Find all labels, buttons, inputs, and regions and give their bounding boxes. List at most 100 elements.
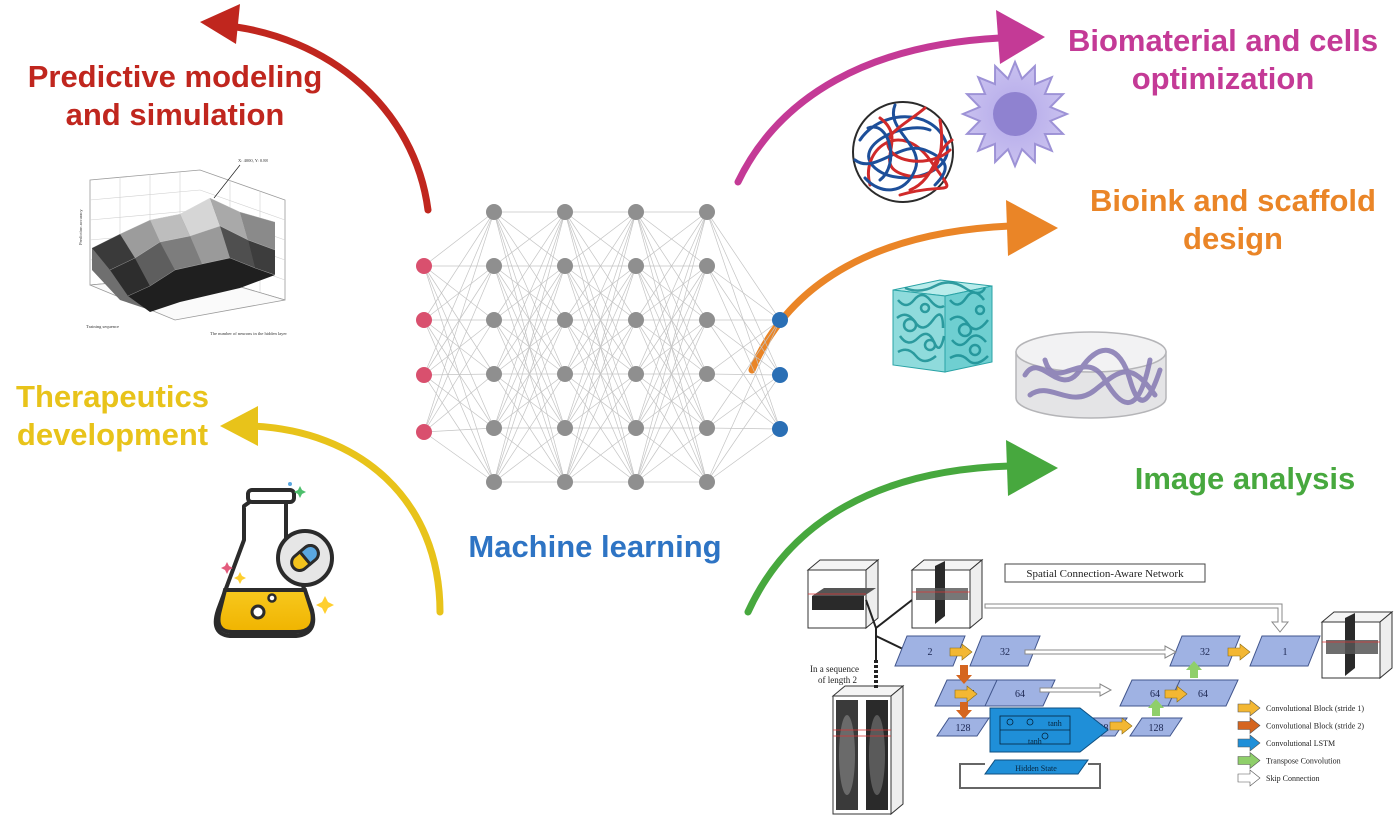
nn-connection: [706, 374, 781, 483]
hydrogel-disc-icon: [1015, 331, 1167, 419]
nn-input-node: [416, 258, 432, 274]
nn-hidden-node: [486, 258, 502, 274]
nn-connection: [706, 319, 781, 376]
legend-swatch: [1237, 699, 1261, 717]
nn-hidden-node: [486, 204, 502, 220]
feature-map-block: [969, 635, 1041, 667]
nn-hidden-node: [557, 366, 573, 382]
nn-hidden-node: [699, 366, 715, 382]
legend-swatch: [1237, 716, 1261, 735]
nn-hidden-node: [557, 420, 573, 436]
nn-connection: [635, 427, 708, 483]
nn-connection: [493, 211, 566, 267]
arrow-image-analysis: [744, 440, 1058, 616]
surface-plot-z-label: Prediction accuracy: [78, 209, 83, 245]
feature-map-label: 32: [1200, 647, 1210, 658]
nn-hidden-node: [628, 366, 644, 382]
legend-swatch: [1237, 734, 1261, 752]
arrow-biomaterial: [734, 10, 1045, 186]
scaffold-cube-icon: [892, 279, 993, 373]
nn-connection: [564, 211, 637, 429]
sequence-note-line-1: In a sequence: [810, 664, 859, 674]
nn-connection: [706, 319, 781, 429]
nn-hidden-node: [557, 474, 573, 490]
input-volume-2: [910, 558, 984, 630]
label-predictive-line-2: and simulation: [65, 96, 285, 132]
nn-connection: [564, 211, 637, 267]
label-biomaterial: Biomaterial and cells optimization: [1050, 22, 1396, 98]
arrow-bioink: [748, 200, 1058, 374]
nn-hidden-node: [628, 312, 644, 328]
hidden-state-label: Hidden State: [1015, 764, 1057, 773]
scan-network-schematic: Spatial Connection-Aware Network: [806, 558, 1394, 816]
nn-connection: [493, 373, 566, 483]
label-biomaterial-line-2: optimization: [1131, 60, 1315, 96]
nn-connection: [423, 211, 495, 433]
nn-hidden-node: [628, 474, 644, 490]
nn-hidden-node: [557, 258, 573, 274]
label-bioink: Bioink and scaffold design: [1070, 182, 1396, 258]
label-bioink-line-1: Bioink and scaffold: [1090, 183, 1376, 218]
feature-map-block: [936, 717, 990, 737]
nn-hidden-node: [699, 312, 715, 328]
nn-connection: [423, 319, 495, 375]
feature-map-label: 1: [1283, 647, 1288, 658]
label-image-analysis: Image analysis: [1100, 460, 1390, 498]
nn-connection: [423, 211, 495, 376]
nn-connection: [423, 319, 495, 376]
legend-swatch: [1237, 769, 1261, 787]
nn-hidden-node: [486, 474, 502, 490]
nn-output-node: [772, 312, 788, 328]
neural-network: [416, 204, 788, 490]
label-machine-learning-text: Machine learning: [468, 529, 722, 564]
feature-map-block: [984, 679, 1056, 707]
input-volume-1: [806, 558, 880, 630]
feature-map-label: 64: [1150, 689, 1160, 700]
nn-connection: [423, 373, 495, 433]
nn-connection: [423, 374, 495, 429]
nn-connection: [706, 265, 781, 376]
nn-connections: [423, 211, 781, 483]
label-therapeutics-line-2: development: [16, 416, 209, 452]
lstm-tanh-1: tanh: [1048, 719, 1062, 728]
surface-plot-y-label: The number of neurons in the hidden laye…: [210, 331, 287, 336]
feature-map-block: [1129, 717, 1183, 737]
nn-hidden-node: [557, 204, 573, 220]
nn-connection: [493, 211, 566, 321]
flask-icon: [213, 482, 334, 638]
nn-hidden-node: [628, 204, 644, 220]
feature-map-label: 128: [956, 723, 971, 734]
nn-connection: [635, 211, 708, 267]
nn-connection: [706, 211, 781, 376]
nn-output-node: [772, 367, 788, 383]
nn-connection: [635, 211, 708, 429]
nn-hidden-node: [699, 258, 715, 274]
scan-network-legend: Convolutional Block (stride 1)Convolutio…: [1237, 699, 1364, 787]
nn-hidden-node: [486, 366, 502, 382]
surface-plot-x-label: Training sequence: [86, 324, 119, 329]
nn-connection: [423, 431, 495, 483]
legend-label: Skip Connection: [1266, 774, 1320, 783]
polymer-network-icon: [852, 101, 954, 203]
nn-connection: [706, 319, 781, 375]
nn-hidden-node: [699, 204, 715, 220]
label-biomaterial-line-1: Biomaterial and cells: [1067, 23, 1379, 58]
arrow-therapeutics: [220, 406, 444, 616]
label-predictive-modeling: Predictive modeling and simulation: [10, 58, 340, 134]
label-therapeutics-line-1: Therapeutics: [16, 379, 209, 414]
sequence-note-line-2: of length 2: [818, 675, 857, 685]
nn-connection: [423, 211, 495, 321]
nn-input-node: [416, 424, 432, 440]
feature-map-block: [1169, 635, 1241, 667]
nn-connection: [564, 319, 637, 483]
legend-label: Convolutional Block (stride 1): [1266, 704, 1364, 713]
feature-map-block: [1249, 635, 1321, 667]
nn-connection: [423, 265, 495, 433]
nn-connection: [635, 211, 708, 375]
surface-plot-annotation: X: 4000, Y: 0.88: [238, 158, 269, 164]
nn-output-node: [772, 421, 788, 437]
nn-connection: [564, 265, 637, 483]
nn-connection: [564, 427, 637, 483]
cell-icon: [960, 59, 1070, 169]
